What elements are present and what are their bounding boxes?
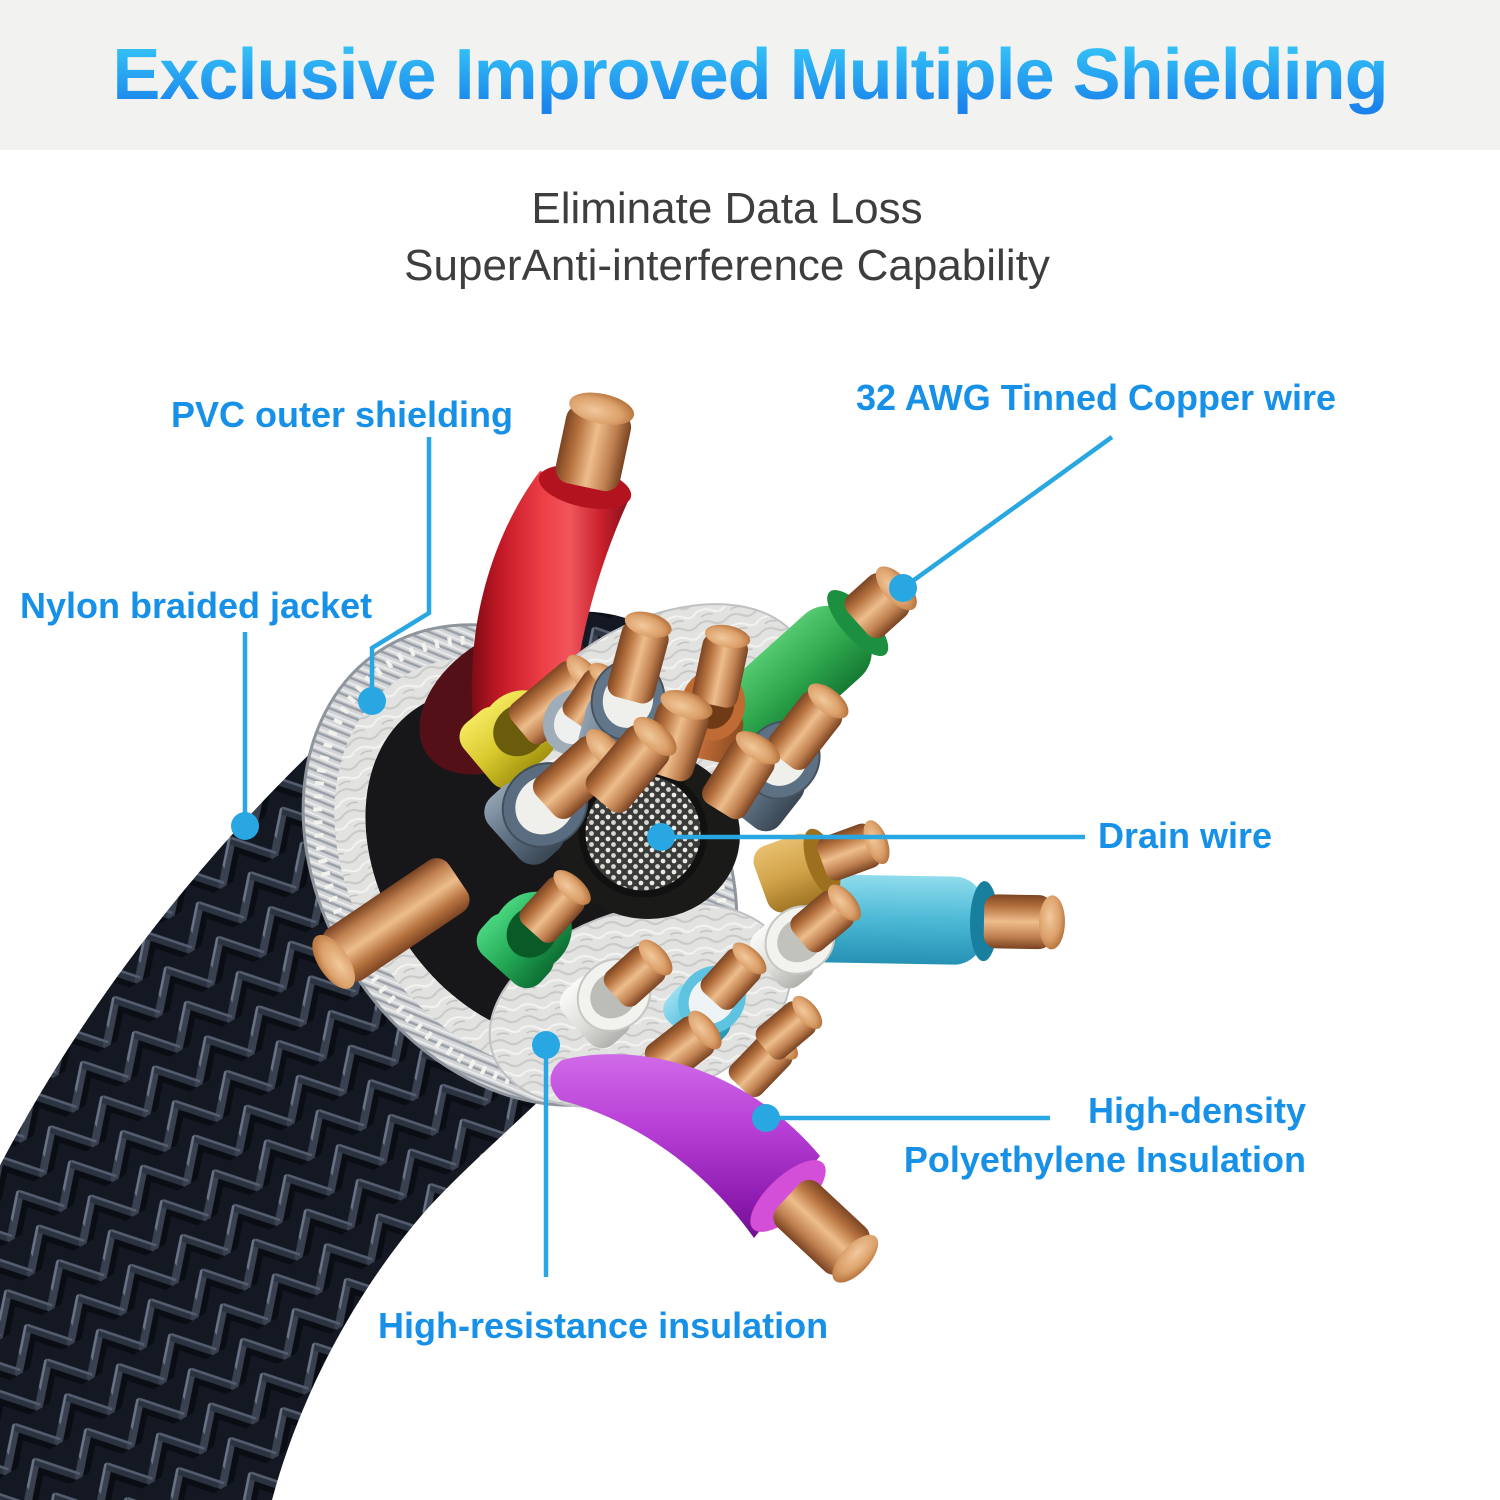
wire-teal <box>476 869 591 989</box>
wire-red <box>471 392 635 765</box>
callout-line-pvc <box>369 437 432 700</box>
callout-line-awg <box>901 435 1114 590</box>
wire-purple <box>550 1054 879 1283</box>
label-32awg-tinned-copper-wire: 32 AWG Tinned Copper wire <box>856 377 1337 418</box>
header-banner: Exclusive Improved Multiple Shielding <box>0 0 1500 150</box>
drain-wire-rod <box>312 858 470 989</box>
red-wire-copper-tip <box>555 392 635 492</box>
label-nylon-braided-jacket: Nylon braided jacket <box>20 585 373 626</box>
callout-dot-nylon <box>231 812 259 840</box>
label-high-density-polyethylene-insulation: High-density Polyethylene Insulation <box>904 1086 1306 1184</box>
label-drain-wire: Drain wire <box>1098 815 1273 856</box>
wire-white-bottom <box>559 939 673 1049</box>
wire-yellow <box>459 654 604 789</box>
callout-dot-awg <box>889 574 917 602</box>
subtitle-line-2: SuperAnti-interference Capability <box>404 241 1050 290</box>
callout-dot-pvc <box>358 687 386 715</box>
label-pvc-outer-shielding: PVC outer shielding <box>171 394 514 435</box>
callout-lines <box>242 435 1114 1277</box>
subtitle-line-1: Eliminate Data Loss <box>531 184 923 233</box>
callout-dot-high-resistance <box>532 1031 560 1059</box>
label-high-density-line-2: Polyethylene Insulation <box>903 1139 1306 1180</box>
page-title: Exclusive Improved Multiple Shielding <box>112 35 1388 115</box>
callout-dot-drain <box>647 823 675 851</box>
copper-tip <box>702 731 781 820</box>
subtitle: Eliminate Data Loss SuperAnti-interferen… <box>0 180 1454 294</box>
wire-white-right <box>750 884 861 989</box>
copper-tip <box>585 716 677 813</box>
label-high-density-line-1: High-density <box>1087 1090 1306 1131</box>
callout-dots <box>231 574 917 1132</box>
callout-dot-high-density <box>752 1104 780 1132</box>
label-high-resistance-insulation: High-resistance insulation <box>378 1305 829 1346</box>
copper-tip <box>755 995 823 1060</box>
purple-wire-copper-tip <box>773 1179 879 1283</box>
